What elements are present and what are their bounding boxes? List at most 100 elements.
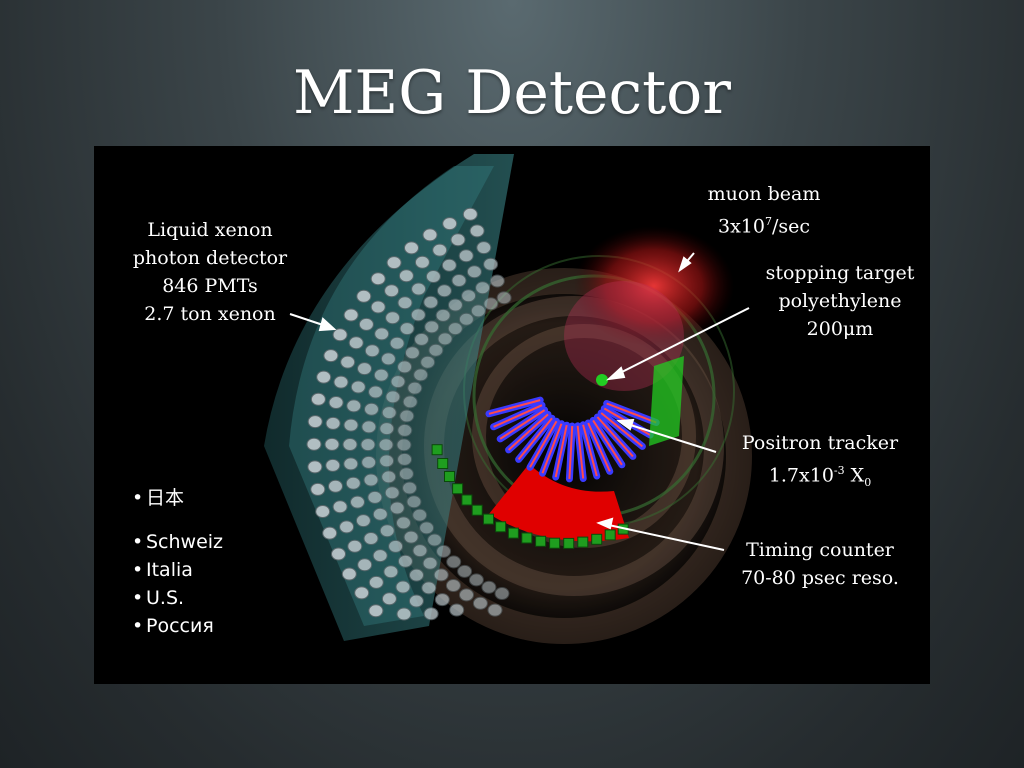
pmt-tube [396,516,411,530]
timing-counter-bar [577,536,589,548]
timing-counter-bar [471,504,483,516]
pmt-tube [361,455,377,469]
pmt-tube [451,274,467,287]
pmt-tube [458,249,474,263]
pmt-tube [412,544,428,558]
pmt-tube [322,526,338,540]
detector-graphic [264,154,754,646]
pmt-tube [372,507,388,521]
pmt-tube [355,514,371,528]
drift-chamber-wire [493,404,543,428]
pmt-tube [388,539,404,553]
timing-counter-bar [431,444,443,456]
timing-counter-bar [483,513,494,525]
target-label: stopping target polyethylene 200μm [750,259,930,343]
pmt-tube [350,380,366,394]
pmt-tube [472,596,488,610]
timing-counter-shape [489,464,629,542]
timing-counter-bar [604,529,616,541]
pmt-tube [379,524,395,538]
pmt-tube [403,530,419,544]
pmt-tube [325,416,341,430]
timing-counter-bar [591,533,603,545]
pmt-tube [461,289,477,303]
pmt-tube [356,289,372,303]
drift-chamber-wire [582,424,598,477]
pmt-tube [434,593,450,607]
xenon-label-line-1: Liquid xenon [147,219,273,241]
pmt-tube [383,565,399,579]
xenon-label-line-3: 846 PMTs [162,275,258,297]
pmt-tube [470,304,486,318]
tracker-label-line-2: 1.7x10-3 X0 [768,464,872,490]
stopping-target [596,374,608,386]
country-item: •Schweiz [132,531,224,553]
pmt-tube [436,544,452,558]
pmt-tube [447,298,463,312]
country-item: •Italia [132,559,193,581]
pmt-tube [397,452,413,466]
pmt-tube [414,332,429,346]
pmt-tube [395,580,411,594]
pmt-tube [411,282,427,296]
drift-chamber-wire [576,425,585,479]
pmt-tube [350,495,365,509]
pmt-tube [323,349,339,363]
pmt-tube [468,573,484,587]
muon-beam-glow [564,226,734,391]
pmt-tube [442,217,458,231]
pmt-tube [363,473,379,487]
target-label-line-2: polyethylene [778,290,902,312]
pmt-tube [357,558,373,572]
pmt-tube [381,470,397,484]
drift-chamber-wire [592,419,623,466]
pmt-tube [379,454,395,468]
pmt-tube [446,555,462,569]
muon-beam-label: muon beam 3x107/sec [694,180,834,240]
pmt-tube [433,568,449,582]
timing-counter-bar [444,471,455,482]
pmt-tube [384,284,400,298]
drift-chamber-wire [517,417,553,461]
pmt-tube [423,295,439,309]
drift-chamber-wire [507,413,549,451]
pmt-tube [410,308,426,322]
pmt-tube [449,603,465,617]
pmt-tube [343,418,359,432]
annotation-arrows [289,252,750,551]
tracker-label: Positron tracker 1.7x10-3 X0 [720,429,920,497]
xenon-label-line-2: photon detector [132,247,288,269]
pmt-tube [398,467,414,481]
pmt-tube [385,311,401,325]
pmt-tube [427,533,443,547]
xenon-label: Liquid xenon photon detector 846 PMTs 2.… [114,216,306,328]
pmt-tube [435,308,451,322]
pmt-tube [380,352,396,366]
timing-counter-bar [535,535,547,547]
pmt-tube [310,482,326,496]
pmt-tube [436,284,452,298]
pmt-tube [489,274,505,288]
pmt-tube [413,368,429,382]
pmt-tube [409,568,424,582]
pmt-tube [378,438,394,452]
pmt-tube [476,241,492,255]
pmt-tube [396,607,412,621]
muon-beam-line-1: muon beam [707,183,821,205]
pmt-tube [361,420,377,434]
pmt-tube [494,587,510,600]
pmt-tube [363,532,379,545]
pmt-tube [422,228,438,242]
pmt-tube [360,438,376,452]
pmt-tube [422,556,438,570]
detector-illustration: Liquid xenon photon detector 846 PMTs 2.… [94,146,930,684]
drift-chamber-wire [499,409,546,440]
pmt-tube [341,567,357,581]
tracker-label-line-1: Positron tracker [741,432,899,454]
pmt-tube [483,257,499,271]
drift-chamber-wire [529,420,558,468]
pmt-tube [374,327,390,341]
country-list: •日本 •Schweiz •Italia •U.S. •Россия [132,484,223,640]
pmt-tube [368,575,384,589]
pmt-tube [397,296,413,310]
